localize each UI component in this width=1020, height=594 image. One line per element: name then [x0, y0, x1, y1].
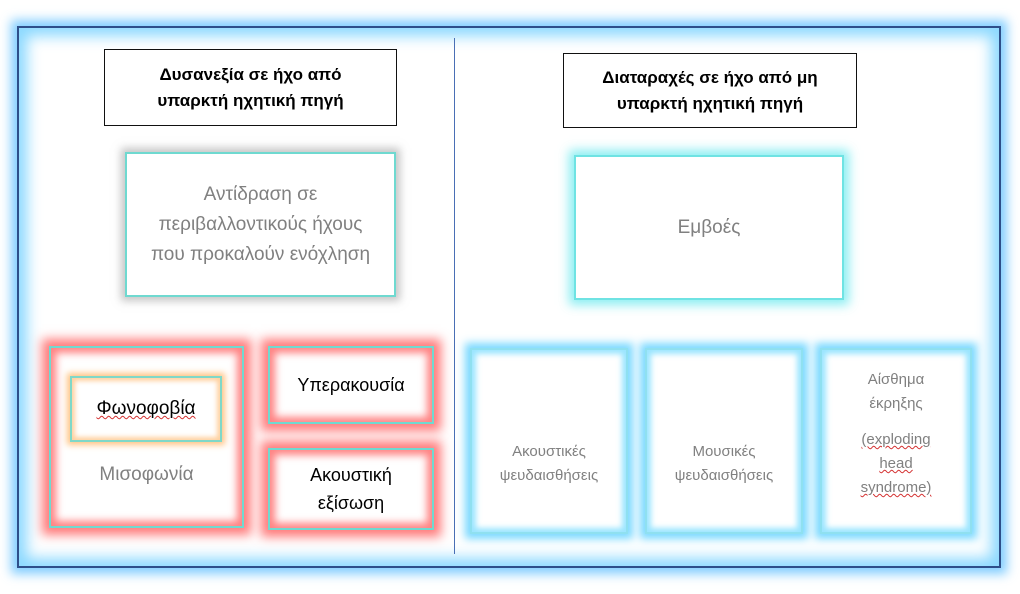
exploding-head-line-1: Αίσθημα [867, 371, 925, 388]
reaction-line-1: Αντίδραση σε [203, 183, 318, 205]
center-divider [454, 38, 455, 554]
auditory-hallucinations-line-2: ψευδαισθήσεις [499, 467, 599, 484]
reaction-line-2: περιβαλλοντικούς ήχους [158, 213, 363, 235]
recruitment-line-2: εξίσωση [317, 493, 385, 513]
auditory-hallucinations-box: Ακουστικές ψευδαισθήσεις [470, 348, 628, 534]
hyperacusis-label: Υπερακουσία [297, 374, 405, 395]
reaction-box: Αντίδραση σε περιβαλλοντικούς ήχους που … [125, 152, 396, 297]
right-header-line-1: Διαταραχές σε ήχο από μη [602, 67, 818, 87]
musical-hallucinations-box: Μουσικές ψευδαισθήσεις [645, 348, 803, 534]
phonophobia-box: Φωνοφοβία [70, 376, 222, 442]
exploding-head-box: Αίσθημα έκρηξης (exploding head syndrome… [820, 348, 972, 534]
exploding-head-line-2: έκρηξης [869, 395, 923, 412]
tinnitus-label: Εμβοές [677, 216, 741, 238]
musical-hallucinations-line-2: ψευδαισθήσεις [674, 467, 774, 484]
left-header-line-2: υπαρκτή ηχητική πηγή [157, 90, 344, 110]
right-header-line-2: υπαρκτή ηχητική πηγή [616, 93, 804, 113]
musical-hallucinations-line-1: Μουσικές [692, 443, 756, 460]
hyperacusis-box: Υπερακουσία [268, 346, 434, 424]
right-header-box: Διαταραχές σε ήχο από μη υπαρκτή ηχητική… [563, 53, 857, 128]
reaction-line-3: που προκαλούν ενόχληση [150, 243, 371, 265]
exploding-head-line-5: syndrome) [860, 479, 932, 496]
tinnitus-box: Εμβοές [574, 155, 844, 300]
misophonia-box: Μισοφωνία [49, 346, 244, 528]
misophonia-label: Μισοφωνία [99, 464, 194, 485]
auditory-hallucinations-line-1: Ακουστικές [512, 443, 586, 460]
exploding-head-line-4: head [879, 455, 913, 472]
recruitment-line-1: Ακουστική [310, 465, 392, 485]
recruitment-box: Ακουστική εξίσωση [268, 448, 434, 530]
phonophobia-label: Φωνοφοβία [96, 398, 196, 419]
exploding-head-line-3: (exploding [861, 431, 931, 448]
left-header-box: Δυσανεξία σε ήχο από υπαρκτή ηχητική πηγ… [104, 49, 397, 126]
left-header-line-1: Δυσανεξία σε ήχο από [159, 64, 342, 84]
